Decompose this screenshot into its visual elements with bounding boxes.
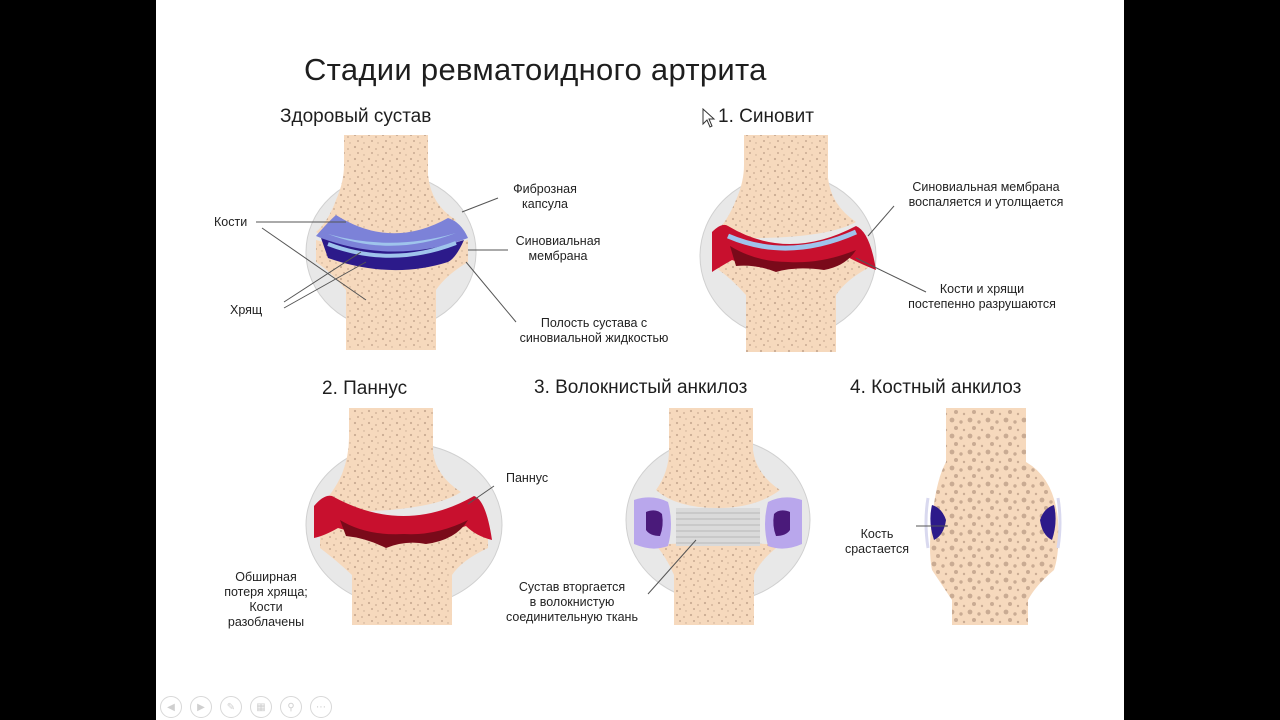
joint-illustrations xyxy=(256,135,1062,625)
label-fuse-line2: срастается xyxy=(844,542,910,556)
prev-icon[interactable]: ◀ xyxy=(160,696,182,718)
label-loss-line3: Кости xyxy=(249,600,283,614)
label-membrane-inflamed: Синовиальная мембрана воспаляется и утол… xyxy=(888,180,1084,210)
label-loss-line1: Обширная xyxy=(235,570,297,584)
label-destroy-line1: Кости и хрящи xyxy=(939,282,1025,296)
label-joint-cavity: Полость сустава с синовиальной жидкостью xyxy=(496,316,692,346)
label-capsule-line1: Фиброзная xyxy=(513,182,577,196)
label-capsule-line2: капсула xyxy=(522,197,568,211)
label-destroy-line2: постепенно разрушаются xyxy=(908,297,1056,311)
label-synovial-line1: Синовиальная xyxy=(515,234,601,248)
label-invade-line2: в волокнистую xyxy=(529,595,615,609)
panel-title-healthy: Здоровый сустав xyxy=(280,106,432,127)
panel-title-pannus: 2. Паннус xyxy=(322,378,408,399)
label-synovial-membrane: Синовиальная мембрана xyxy=(508,234,608,264)
panel-title-synovitis: 1. Синовит xyxy=(718,106,814,127)
label-fuse-line1: Кость xyxy=(860,527,894,541)
label-membrane-line1: Синовиальная мембрана xyxy=(912,180,1060,194)
pannus-joint-diagram xyxy=(305,408,503,625)
panel-title-fibrous-ankylosis: 3. Волокнистый анкилоз xyxy=(534,377,748,398)
slides-icon[interactable]: ▦ xyxy=(250,696,272,718)
fibrous-ankylosis-diagram xyxy=(625,408,811,625)
presentation-toolbar: ◀ ▶ ✎ ▦ ⚲ ⋯ xyxy=(160,696,332,720)
mouse-cursor-icon xyxy=(702,108,716,128)
bony-ankylosis-diagram xyxy=(924,408,1062,625)
label-cartilage: Хрящ xyxy=(230,303,263,317)
label-cavity-line2: синовиальной жидкостью xyxy=(519,331,669,345)
label-bones: Кости xyxy=(214,215,248,229)
label-bone-fuses: Кость срастается xyxy=(836,527,918,557)
next-icon[interactable]: ▶ xyxy=(190,696,212,718)
label-invade-line3: соединительную ткань xyxy=(506,610,638,624)
more-icon[interactable]: ⋯ xyxy=(310,696,332,718)
synovitis-joint-diagram xyxy=(699,135,877,352)
label-loss-line4: разоблачены xyxy=(227,615,305,629)
slide-title: Стадии ревматоидного артрита xyxy=(304,52,767,87)
label-cavity-line1: Полость сустава с xyxy=(540,316,648,330)
label-fibrous-invasion: Сустав вторгается в волокнистую соединит… xyxy=(482,580,662,625)
zoom-icon[interactable]: ⚲ xyxy=(280,696,302,718)
label-pannus: Паннус xyxy=(506,471,549,485)
presentation-slide: Стадии ревматоидного артрита Здоровый су… xyxy=(156,0,1124,720)
pen-icon[interactable]: ✎ xyxy=(220,696,242,718)
label-membrane-line2: воспаляется и утолщается xyxy=(908,195,1064,209)
label-loss-line2: потеря хряща; xyxy=(224,585,308,599)
label-cartilage-loss: Обширная потеря хряща; Кости разоблачены xyxy=(212,570,320,630)
label-invade-line1: Сустав вторгается xyxy=(518,580,626,594)
panel-title-bony-ankylosis: 4. Костный анкилоз xyxy=(850,377,1022,398)
label-bones-destroyed: Кости и хрящи постепенно разрушаются xyxy=(884,282,1080,312)
healthy-joint-diagram xyxy=(305,135,477,350)
label-capsule: Фиброзная капсула xyxy=(500,182,590,212)
label-synovial-line2: мембрана xyxy=(528,249,588,263)
